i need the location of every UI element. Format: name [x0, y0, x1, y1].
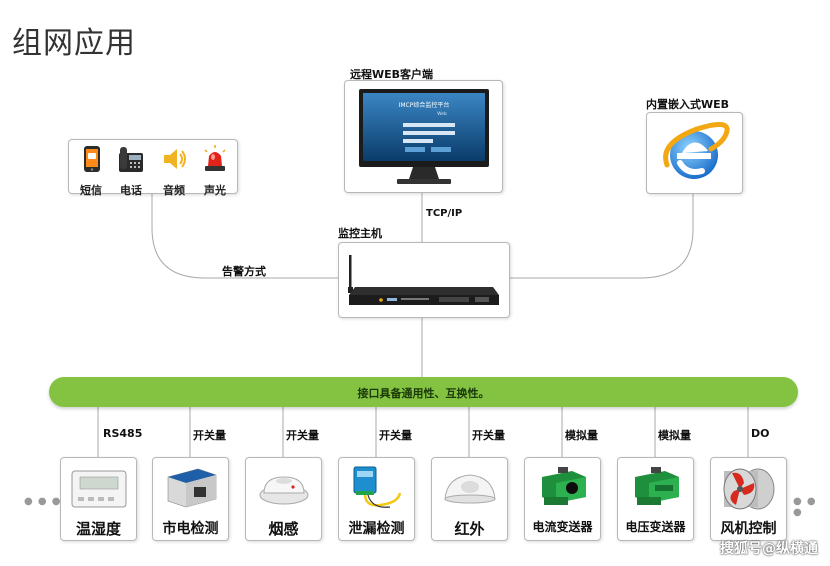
device-name: 温湿度 [75, 520, 121, 538]
device-name: 市电检测 [162, 521, 219, 537]
alarm-item-sms: 短信 [71, 144, 111, 198]
alarm-item-label: 音频 [163, 184, 185, 197]
voltage-transmitter-icon [635, 467, 679, 505]
device-name: 电流变送器 [532, 520, 593, 534]
alarm-item-light: 声光 [195, 144, 235, 198]
embedded-web-box [646, 112, 743, 194]
sms-phone-icon [84, 146, 100, 172]
device-voltage-transmitter: 电压变送器 [617, 457, 694, 541]
temp-humidity-sensor-icon [71, 470, 127, 508]
device-current-transmitter: 电流变送器 [524, 457, 601, 541]
line-alarm-to-host [151, 193, 338, 279]
desk-phone-icon [119, 147, 143, 172]
current-transmitter-icon [542, 467, 586, 505]
embedded-web-label: 内置嵌入式WEB [646, 98, 730, 111]
alarm-light-icon [204, 145, 226, 171]
alarm-method-label: 告警方式 [222, 265, 266, 278]
interface-label: 模拟量 [565, 429, 598, 442]
device-leak: 泄漏检测 [338, 457, 415, 541]
interface-label: 模拟量 [658, 429, 691, 442]
interface-label: 开关量 [472, 429, 505, 442]
device-fan-control: 风机控制 [710, 457, 787, 541]
screen-sub: Web [437, 111, 447, 117]
interface-label: 开关量 [193, 429, 226, 442]
interface-bus: 接口具备通用性、互换性。 [49, 377, 798, 407]
device-smoke: 烟感 [245, 457, 322, 541]
device-name: 泄漏检测 [348, 521, 405, 537]
line-embedded-to-host [508, 193, 694, 279]
right-dots: ● ● ● [793, 496, 817, 518]
bus-label: 接口具备通用性、互换性。 [357, 387, 490, 400]
host-box [338, 242, 510, 318]
interface-label: DO [751, 427, 770, 440]
alarm-methods-box: 短信 电话 音频 声光 [68, 139, 238, 197]
watermark: 搜狐号@纵横通 [720, 541, 818, 557]
tcp-ip-label: TCP/IP [426, 208, 463, 219]
host-label: 监控主机 [338, 227, 382, 240]
device-power-detection: 市电检测 [152, 457, 229, 541]
infrared-sensor-icon [444, 474, 496, 504]
alarm-item-label: 短信 [80, 184, 102, 197]
left-dots: ● ● ● [24, 496, 62, 507]
fan-icon [723, 468, 775, 510]
page-title: 组网应用 [12, 26, 136, 61]
alarm-item-label: 电话 [120, 184, 142, 197]
device-temp-humidity: 温湿度 [60, 457, 137, 541]
screen-title: IMCP综合监控平台 [399, 101, 450, 109]
leak-detector-icon [353, 466, 402, 508]
alarm-item-label: 声光 [204, 184, 226, 197]
alarm-item-phone: 电话 [111, 144, 151, 198]
interface-label: 开关量 [379, 429, 412, 442]
device-name: 红外 [454, 520, 485, 538]
web-client-label: 远程WEB客户端 [350, 68, 434, 81]
device-name: 风机控制 [720, 521, 777, 537]
alarm-item-audio: 音频 [154, 144, 194, 198]
smoke-detector-icon [259, 476, 309, 505]
interface-label: RS485 [103, 427, 143, 440]
speaker-icon [164, 149, 186, 169]
ie-icon [663, 122, 730, 179]
interface-label: 开关量 [286, 429, 319, 442]
monitoring-host-icon [348, 255, 499, 305]
device-name: 电压变送器 [625, 520, 686, 534]
power-detector-icon [167, 468, 217, 508]
device-name: 烟感 [268, 520, 299, 538]
device-infrared: 红外 [431, 457, 508, 541]
web-client-box: IMCP综合监控平台 Web [344, 80, 503, 193]
monitor-icon: IMCP综合监控平台 Web [359, 89, 489, 184]
